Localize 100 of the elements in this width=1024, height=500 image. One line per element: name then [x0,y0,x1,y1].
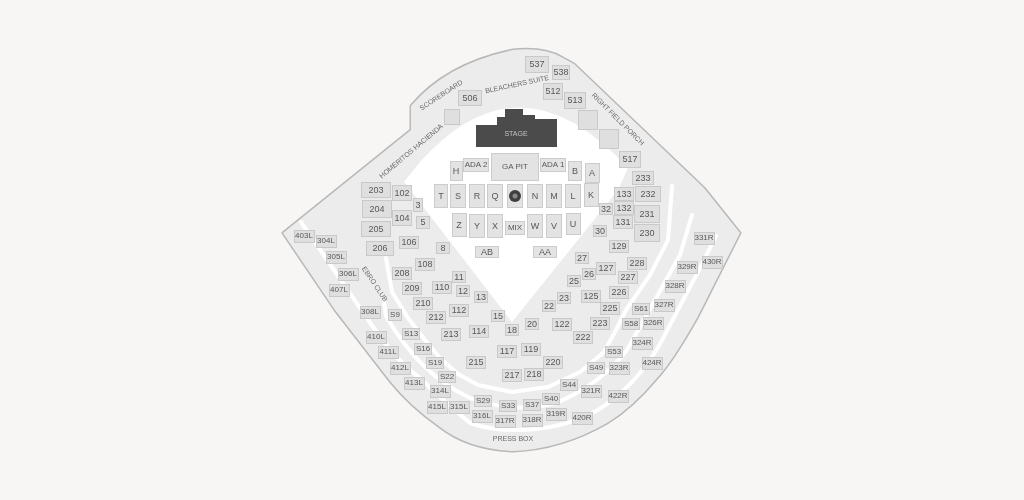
section-label: 228 [629,258,645,268]
section-label: 18 [507,325,517,335]
section-label: 538 [553,67,569,77]
section-label: AA [539,247,551,257]
seating-section [436,242,450,254]
section-label: 410L [367,333,385,341]
section-label: 413L [405,379,423,387]
section-label: 324R [632,339,652,347]
section-label: 513 [567,95,583,105]
section-label: 316L [473,412,491,420]
section-label: 403L [295,232,313,240]
floor-section [469,214,485,238]
section-label: Y [474,221,480,231]
section-label: S33 [500,402,516,410]
section-label: GA PIT [502,163,528,171]
section-label: 323R [609,364,629,372]
section-label: 3 [415,200,421,210]
section-label: 106 [401,237,417,247]
floor-section [487,184,503,208]
section-label: 412L [391,364,409,372]
section-label: 131 [615,217,631,227]
section-label: 32 [601,204,611,214]
section-label: 127 [598,263,614,273]
section-label: S40 [543,395,559,403]
floor-section [568,161,582,181]
section-label: 119 [523,344,539,354]
section-label: 415L [428,403,446,411]
section-label: 305L [327,253,345,261]
section-label: 328R [665,282,685,290]
stage-block [475,107,557,147]
floor-section [487,214,503,238]
section-label: 231 [639,209,655,219]
seating-section [362,200,392,218]
section-label: 217 [504,370,520,380]
section-label: 11 [454,272,464,282]
seating-section [361,182,391,198]
section-label: 321R [581,387,601,395]
section-label: 125 [583,291,599,301]
floor-section [527,184,543,208]
floor-section [565,184,581,208]
section-label: 8 [440,243,446,253]
seating-section [635,186,661,202]
section-label: 225 [602,303,618,313]
section-label: 122 [554,319,570,329]
floor-section [469,184,485,208]
section-label: 304L [317,237,335,245]
section-label: 212 [428,312,444,322]
section-label: S37 [524,401,540,409]
section-label: S61 [633,305,649,313]
section-label: 319R [546,410,566,418]
section-label: 26 [584,269,594,279]
section-label: 506 [462,93,478,103]
section-label: 226 [611,287,627,297]
floor-section [450,184,466,208]
section-label: B [572,166,578,176]
section-label: S58 [623,320,639,328]
section-label: 104 [394,213,410,223]
section-label: 30 [595,226,605,236]
section-label: 108 [417,259,433,269]
section-label: S44 [561,381,577,389]
section-label: 308L [361,308,379,316]
section-label: 117 [499,346,515,356]
section-label: 208 [394,268,410,278]
section-label: 430R [702,258,722,266]
section-label: 314L [431,387,449,395]
section-label: 213 [443,329,459,339]
section-label: 317R [495,417,515,425]
section-label: W [530,221,540,231]
section-label: 129 [611,241,627,251]
section-label: 232 [640,189,656,199]
seating-section [361,221,391,237]
section-label: A [589,168,595,178]
section-label: 407L [330,286,348,294]
section-label: 233 [635,173,651,183]
section-label: Q [491,191,499,201]
section-label: L [570,191,576,201]
section-label: AB [481,247,493,257]
section-label: S13 [403,330,419,338]
floor-section [491,153,539,181]
section-label: 420R [572,414,592,422]
section-label: 102 [394,188,410,198]
section-label: 5 [420,217,426,227]
section-label: S29 [475,397,491,405]
section-label: S53 [606,348,622,356]
section-label: S16 [415,345,431,353]
section-label: 15 [493,311,503,321]
section-label: S19 [427,359,443,367]
seating-section [634,205,660,223]
section-label: 537 [529,59,545,69]
section-label: 112 [451,305,467,315]
section-label: 215 [468,357,484,367]
section-label: 512 [545,86,561,96]
section-label: 227 [620,272,636,282]
section-label: ADA 2 [464,161,488,169]
section-label: 132 [616,203,632,213]
section-label: 206 [372,243,388,253]
section-label: 424R [642,359,662,367]
section-label: ADA 1 [541,161,565,169]
section-label: 25 [569,276,579,286]
section-label: R [473,191,481,201]
